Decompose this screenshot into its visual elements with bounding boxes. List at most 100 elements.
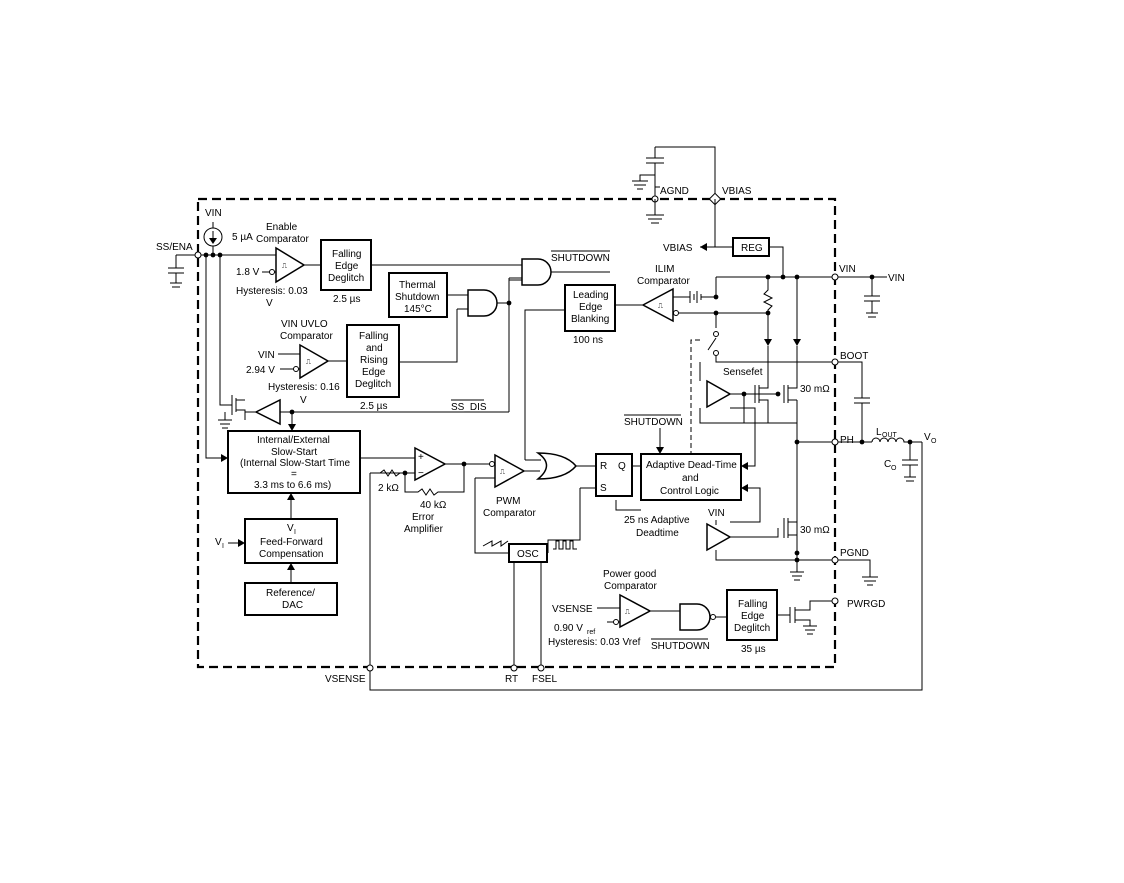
- label-hyst-003-2: V: [266, 298, 273, 309]
- hyst-016-2: V: [300, 395, 307, 406]
- ss-l4: =: [291, 469, 297, 480]
- label-30m-top: 30 mΩ: [800, 384, 830, 395]
- enable-comp-label-2: Comparator: [256, 234, 309, 245]
- ff-vi-sub: I: [294, 529, 296, 536]
- pwm-comparator: [494, 453, 526, 489]
- ilim-label-1: ILIM: [655, 264, 674, 275]
- feed-forward-block: [244, 518, 338, 564]
- label-vo-sub: O: [931, 438, 937, 445]
- ls-driver: [706, 522, 732, 552]
- leading-edge-blanking: [564, 284, 616, 332]
- label-vo: V: [924, 432, 931, 443]
- pin-pgnd: PGND: [840, 548, 869, 559]
- clock-icon: [553, 540, 577, 550]
- ic-boundary: [196, 197, 837, 669]
- label-vbias-out: VBIAS: [663, 243, 693, 254]
- leb-l3: Blanking: [571, 314, 609, 325]
- label-1-8v: 1.8 V: [236, 267, 260, 278]
- latch-r: R: [600, 461, 607, 472]
- uvlo-label-2: Comparator: [280, 331, 333, 342]
- latch-s: S: [600, 483, 607, 494]
- deglitch3-time: 35 µs: [741, 644, 766, 655]
- deglitch3-l3: Deglitch: [734, 623, 770, 634]
- label-2-94v: 2.94 V: [246, 365, 275, 376]
- ff-l1: Feed-Forward: [260, 537, 323, 548]
- ff-l2: Compensation: [259, 549, 323, 560]
- adt-l1: Adaptive Dead-Time: [646, 460, 737, 471]
- pg-nand-gate: [679, 603, 711, 631]
- adt-l2: and: [682, 473, 699, 484]
- hyst-016-1: Hysteresis: 0.16: [268, 382, 340, 393]
- pg-label-2: Comparator: [604, 581, 657, 592]
- pin-vbias: VBIAS: [722, 186, 752, 197]
- label-lout-sub: OUT: [882, 432, 898, 439]
- label-40k: 40 kΩ: [420, 500, 447, 511]
- hs-driver: [706, 379, 732, 409]
- ea-label-1: Error: [412, 512, 435, 523]
- pin-ss-ena-label: SS/ENA: [156, 242, 193, 253]
- deglitch2-l3: Rising: [360, 355, 388, 366]
- deglitch3-l2: Edge: [741, 611, 765, 622]
- label-shutdown-pg: SHUTDOWN: [651, 641, 710, 652]
- label-hyst-003-1: Hysteresis: 0.03: [236, 286, 308, 297]
- ilim-comparator: [641, 287, 674, 323]
- uvlo-label-1: VIN UVLO: [281, 319, 328, 330]
- and-gate-shutdown: [521, 258, 552, 286]
- pin-agnd: AGND: [660, 186, 689, 197]
- agnd-vbias-external: [632, 146, 716, 199]
- pin-fsel: FSEL: [532, 674, 557, 685]
- label-co-sub: O: [891, 465, 897, 472]
- pg-vsense: VSENSE: [552, 604, 593, 615]
- deglitch2-l4: Edge: [362, 367, 386, 378]
- pg-ref: 0.90 V: [554, 623, 583, 634]
- or-gate: [535, 452, 577, 480]
- deglitch1-time: 2.5 µs: [333, 294, 360, 305]
- label-shutdown-mid: SHUTDOWN: [624, 417, 683, 428]
- ea-minus: −: [418, 468, 424, 479]
- ss-l2: Slow-Start: [271, 447, 317, 458]
- leb-l1: Leading: [573, 290, 609, 301]
- thermal-l2: Shutdown: [395, 292, 439, 303]
- label-vin-ext: VIN: [888, 273, 905, 284]
- label-vin-top: VIN: [205, 208, 222, 219]
- leb-time: 100 ns: [573, 335, 603, 346]
- thermal-l3: 145°C: [404, 304, 432, 315]
- sawtooth-icon: [482, 540, 509, 547]
- pwm-label-1: PWM: [496, 496, 520, 507]
- thermal-shutdown: [388, 272, 448, 318]
- deglitch2-l2: and: [366, 343, 383, 354]
- error-amplifier: [414, 446, 447, 482]
- label-5ua: 5 µA: [232, 232, 253, 243]
- latch-q: Q: [618, 461, 626, 472]
- pg-label-1: Power good: [603, 569, 656, 580]
- deglitch3-l1: Falling: [738, 599, 767, 610]
- schmitt-icon: ⎍: [500, 469, 505, 476]
- pg-hyst: Hysteresis: 0.03 Vref: [548, 637, 641, 648]
- deadtime-2: Deadtime: [636, 528, 679, 539]
- deglitch1-l2: Edge: [335, 261, 359, 272]
- label-2k: 2 kΩ: [378, 483, 399, 494]
- schmitt-icon: ⎍: [306, 359, 311, 366]
- deglitch2-time: 2.5 µs: [360, 401, 387, 412]
- reg-label: REG: [741, 243, 763, 254]
- ss-dis-buffer: [254, 398, 281, 426]
- adt-l3: Control Logic: [660, 486, 719, 497]
- falling-edge-deglitch-1: [320, 239, 372, 291]
- ss-l3: (Internal Slow-Start Time: [240, 458, 350, 469]
- leb-l2: Edge: [579, 302, 603, 313]
- label-vin-low: VIN: [708, 508, 725, 519]
- uvlo-vin: VIN: [258, 350, 275, 361]
- pin-vin: VIN: [839, 264, 856, 275]
- pwm-label-2: Comparator: [483, 508, 536, 519]
- reference-dac-block: [244, 582, 338, 616]
- label-ss-dis: SS_DIS: [451, 402, 487, 413]
- ref-l1: Reference/: [266, 588, 315, 599]
- schmitt-icon: ⎍: [625, 609, 630, 616]
- deglitch2-l1: Falling: [359, 331, 388, 342]
- schmitt-icon: ⎍: [282, 263, 287, 270]
- pin-ph: PH: [840, 435, 854, 446]
- ss-l1: Internal/External: [257, 435, 330, 446]
- and-gate-2: [467, 289, 498, 317]
- ff-vi: V: [287, 523, 294, 534]
- label-shutdown-top: SHUTDOWN: [551, 253, 610, 264]
